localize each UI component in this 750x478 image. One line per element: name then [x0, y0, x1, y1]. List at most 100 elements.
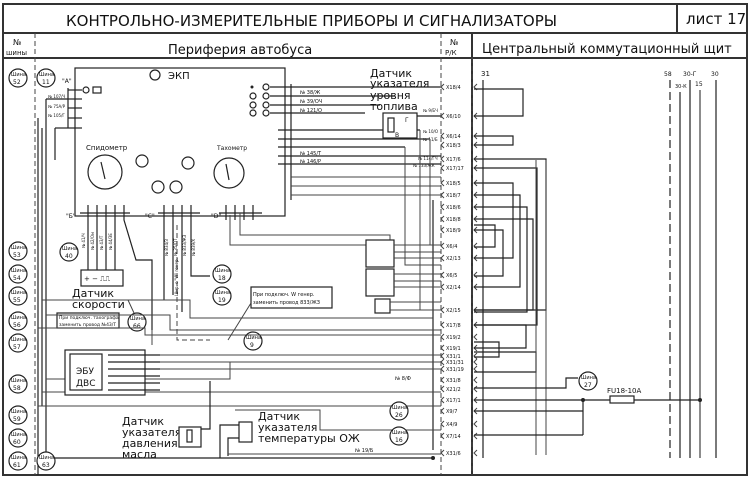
connector-label: X18/5: [446, 181, 461, 187]
connector-b: [80, 205, 153, 330]
svg-text:Шина: Шина: [11, 245, 26, 251]
connector-pin: [440, 271, 478, 279]
generator-note: [250, 286, 333, 309]
oil-sensor-label-3: давления: [122, 437, 178, 450]
connector-label: X6/4: [446, 244, 457, 250]
small-gauge-2: [181, 156, 195, 170]
connector-label: X18/4: [446, 85, 461, 91]
speed-sensor-box: [80, 269, 124, 287]
svg-text:16: 16: [395, 437, 403, 444]
bus-30k-label: 30-К: [675, 84, 687, 90]
rk-label: №: [450, 38, 459, 47]
svg-text:61: 61: [13, 462, 21, 469]
connector-label: X18/7: [446, 193, 461, 199]
connector-label: X17/6: [446, 157, 461, 163]
svg-text:При подключ. тахографа: При подключ. тахографа: [59, 315, 119, 321]
svg-text:№ 834/З: № 834/З: [164, 239, 169, 256]
wire-19b: № 19/Б: [355, 448, 374, 454]
fuse-label: FU18-10A: [607, 387, 641, 395]
wire-8f: № 8/Ф: [395, 376, 412, 382]
svg-text:Шина: Шина: [11, 455, 26, 461]
bus-no-label-2: шины: [6, 49, 27, 57]
svg-text:Шина: Шина: [11, 72, 26, 78]
svg-text:Шина: Шина: [215, 268, 230, 274]
connector-label: X31/8: [446, 378, 461, 384]
oil-sensor-label-1: Датчик: [122, 415, 164, 428]
connector-label: X7/14: [446, 434, 461, 440]
connector-pin: [440, 432, 478, 440]
central-heading: Центральный коммутационный щит: [482, 42, 732, 57]
svg-text:Шина: Шина: [130, 316, 145, 322]
wire-146: № 146/Р: [300, 159, 321, 165]
svg-text:Шина: Шина: [581, 375, 596, 381]
connector-label: X2/13: [446, 256, 461, 262]
bus-30g-label: 30-Г: [683, 71, 697, 78]
svg-text:19: 19: [218, 297, 226, 304]
temp-sensor-label-1: Датчик: [258, 410, 300, 423]
oil-sensor-label-4: масла: [122, 448, 157, 461]
svg-text:№ 10/О: № 10/О: [423, 129, 438, 134]
connector-label: X6/14: [446, 134, 461, 140]
svg-text:Шина: Шина: [39, 455, 54, 461]
ekp-indicators: [249, 83, 270, 117]
svg-text:40: 40: [65, 253, 73, 260]
connector-label: X31/31: [446, 360, 464, 366]
connector-pin: [440, 333, 478, 341]
connector-label: X6/5: [446, 273, 457, 279]
svg-text:№ 75А/Р: № 75А/Р: [48, 104, 66, 109]
ekp-label: ЭКП: [149, 69, 190, 82]
tachometer-needle: [225, 163, 230, 181]
bus-30-label: 30: [711, 71, 719, 78]
tachometer-dial: [213, 157, 245, 189]
central-loops: [474, 88, 547, 373]
svg-text:№ 42/Ом: № 42/Ом: [90, 232, 95, 250]
connector-pin: [440, 352, 478, 360]
connector-pin: [440, 420, 478, 428]
small-gauge-3: [151, 180, 165, 194]
ecu-outputs: [108, 354, 441, 391]
svg-text:№ 107/Ч: № 107/Ч: [48, 94, 65, 99]
temp-sensor-label-2: указателя: [258, 421, 317, 434]
svg-text:Шир. с "W" генер.: Шир. с "W" генер.: [174, 258, 179, 296]
oil-wire: [201, 381, 211, 430]
svg-text:Шина: Шина: [62, 246, 77, 252]
connector-label: X31/19: [446, 367, 464, 373]
wire-39: № 39/ОЧ: [300, 99, 322, 105]
cluster-outputs: [270, 86, 441, 196]
svg-text:Г: Г: [405, 117, 409, 124]
speedometer-label: Спидометр: [86, 144, 128, 152]
pressure-switch-1: [365, 239, 395, 268]
connector-label: X21/2: [446, 387, 461, 393]
page-title: КОНТРОЛЬНО-ИЗМЕРИТЕЛЬНЫЕ ПРИБОРЫ И СИГНА…: [66, 12, 557, 30]
small-gauge-4: [169, 180, 183, 194]
connector-label: X17/17: [446, 166, 464, 172]
svg-text:ДВС: ДВС: [76, 379, 96, 389]
fuel-sensor-label-4: топлива: [370, 100, 418, 113]
svg-text:Шина: Шина: [392, 430, 407, 436]
svg-text:Шина: Шина: [11, 378, 26, 384]
bus-27: [578, 371, 598, 391]
connector-label: X19/2: [446, 335, 461, 341]
svg-text:Шина: Шина: [11, 290, 26, 296]
temp-signal-wire: [235, 409, 441, 431]
wire-bus27: [474, 377, 578, 389]
speed-sensor-pins: + − ⎍⎍: [84, 275, 110, 283]
connector-label: X19/1: [446, 346, 461, 352]
temp-sensor-label-3: температуры ОЖ: [258, 432, 360, 445]
svg-text:Шина: Шина: [246, 335, 261, 341]
speed-sensor-label-2: скорости: [72, 298, 125, 311]
rk-label-2: Р/К: [445, 49, 457, 57]
svg-text:57: 57: [13, 344, 21, 351]
svg-text:№ 833/ЖЗ: № 833/ЖЗ: [182, 234, 187, 256]
connector-label: X6/10: [446, 114, 461, 120]
connector-label: X31/6: [446, 451, 461, 457]
